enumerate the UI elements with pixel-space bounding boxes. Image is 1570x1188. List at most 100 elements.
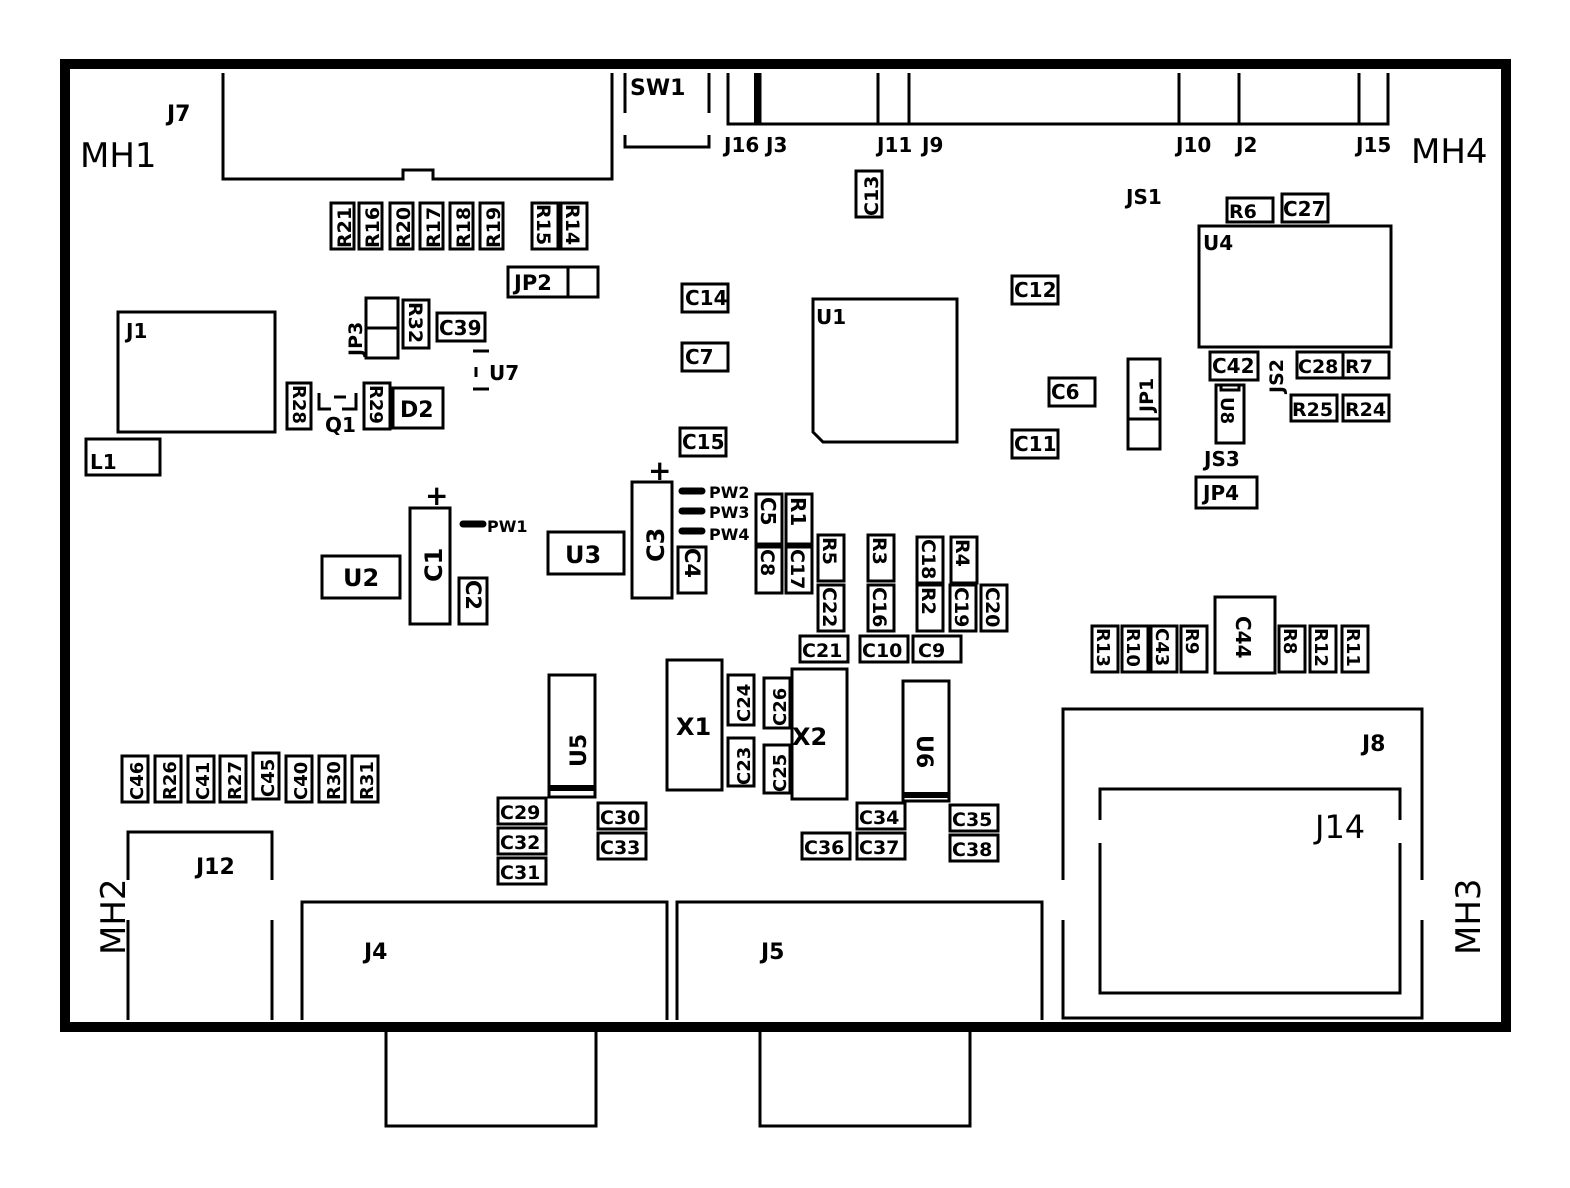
c34-outline — [855, 801, 907, 831]
r19-label: R19 — [483, 207, 505, 248]
js2-label: JS2 — [1266, 359, 1288, 395]
r8-outline — [1277, 624, 1307, 674]
r4-label: R4 — [951, 539, 973, 567]
r13-label: R13 — [1092, 628, 1113, 667]
c35-outline — [948, 803, 1000, 833]
c1-label: C1 — [420, 548, 448, 582]
j7-outline — [221, 73, 614, 181]
j12-label: J12 — [194, 855, 235, 880]
c39-label: C39 — [439, 316, 482, 340]
r28-outline — [285, 381, 313, 431]
c6-label: C6 — [1051, 380, 1080, 404]
c26-label: C26 — [770, 688, 791, 726]
c32-label: C32 — [500, 832, 540, 854]
c8-outline — [754, 545, 784, 595]
r9-outline — [1179, 624, 1209, 674]
r16-outline — [357, 201, 384, 251]
u6-outline — [901, 679, 951, 803]
r29-outline — [362, 381, 392, 431]
jp4-label: JP4 — [1201, 481, 1239, 505]
d2-outline — [391, 386, 445, 430]
r18-label: R18 — [453, 207, 475, 248]
j2-label: J2 — [1234, 133, 1257, 157]
c12-label: C12 — [1014, 278, 1057, 302]
r4-outline — [949, 535, 979, 585]
u3-outline — [546, 530, 626, 576]
c45-label: C45 — [258, 759, 279, 797]
c9-label: C9 — [918, 640, 945, 662]
c11-label: C11 — [1014, 432, 1057, 456]
c22-outline — [816, 583, 846, 633]
c27-outline — [1280, 192, 1330, 224]
c1-outline — [408, 506, 452, 626]
c34-label: C34 — [859, 807, 899, 829]
jp2-label: JP2 — [512, 271, 552, 295]
c7-label: C7 — [685, 345, 714, 369]
r3-outline — [866, 533, 896, 583]
c5-label: C5 — [756, 497, 780, 526]
j5-label: J5 — [759, 940, 785, 965]
mh1-label: MH1 — [80, 136, 157, 176]
j4-shell — [384, 1032, 598, 1128]
r1-outline — [784, 492, 814, 546]
u5-outline — [547, 673, 597, 799]
u8-outline — [1214, 383, 1246, 445]
c2-label: C2 — [461, 580, 485, 610]
r15-outline — [530, 201, 560, 251]
j10-label: J10 — [1174, 133, 1211, 157]
r15-label: R15 — [532, 204, 554, 245]
u3-label: U3 — [565, 541, 601, 569]
c32-outline — [496, 826, 548, 856]
c23-outline — [726, 736, 756, 788]
r24-outline — [1341, 393, 1391, 423]
j12-outline — [126, 830, 274, 1020]
r8-label: R8 — [1279, 628, 1300, 654]
r16-label: R16 — [362, 207, 384, 248]
j4-outline — [300, 900, 669, 1020]
component-labels: MH1 MH4 MH2 MH3 J7 SW1 J16 J3 J11 J9 J10… — [80, 76, 1489, 965]
sw1-outline — [623, 73, 711, 149]
c20-outline — [979, 583, 1009, 633]
c39-outline — [435, 311, 487, 343]
j5-outline — [675, 900, 1044, 1020]
mh3-label: MH3 — [1449, 878, 1489, 955]
r24-label: R24 — [1345, 399, 1386, 421]
r20-outline — [388, 201, 415, 251]
board-outline — [60, 59, 1511, 1032]
r2-outline — [915, 583, 945, 633]
c40-label: C40 — [291, 762, 312, 800]
j1-outline — [116, 310, 277, 434]
j8-label: J8 — [1360, 732, 1386, 757]
c44-outline — [1213, 595, 1277, 675]
x2-label: X2 — [792, 723, 827, 751]
r17-label: R17 — [423, 207, 445, 248]
c21-label: C21 — [802, 640, 842, 662]
r1-label: R1 — [786, 497, 810, 526]
r12-outline — [1308, 624, 1338, 674]
c30-label: C30 — [600, 807, 640, 829]
top-connector-dividers — [758, 73, 1361, 124]
c41-outline — [186, 754, 216, 804]
c2-outline — [457, 576, 489, 626]
j4-label: J4 — [362, 940, 388, 965]
r25-label: R25 — [1292, 399, 1333, 421]
j5-shell — [758, 1032, 972, 1128]
r21-label: R21 — [334, 207, 356, 248]
r6-outline — [1225, 196, 1275, 224]
x1-label: X1 — [676, 713, 711, 741]
j3-label: J3 — [764, 133, 787, 157]
r11-label: R11 — [1342, 628, 1363, 667]
jp1-outline — [1126, 357, 1162, 451]
c12-outline — [1010, 274, 1060, 306]
r9-label: R9 — [1181, 628, 1202, 654]
j16-label: J16 — [722, 133, 759, 157]
c42-outline — [1208, 350, 1260, 382]
r27-outline — [218, 754, 248, 804]
r27-label: R27 — [225, 761, 246, 800]
mh2-label: MH2 — [94, 878, 134, 955]
r25-outline — [1289, 393, 1339, 423]
c16-outline — [866, 583, 896, 633]
c35-label: C35 — [952, 809, 992, 831]
u4-label: U4 — [1203, 231, 1233, 255]
